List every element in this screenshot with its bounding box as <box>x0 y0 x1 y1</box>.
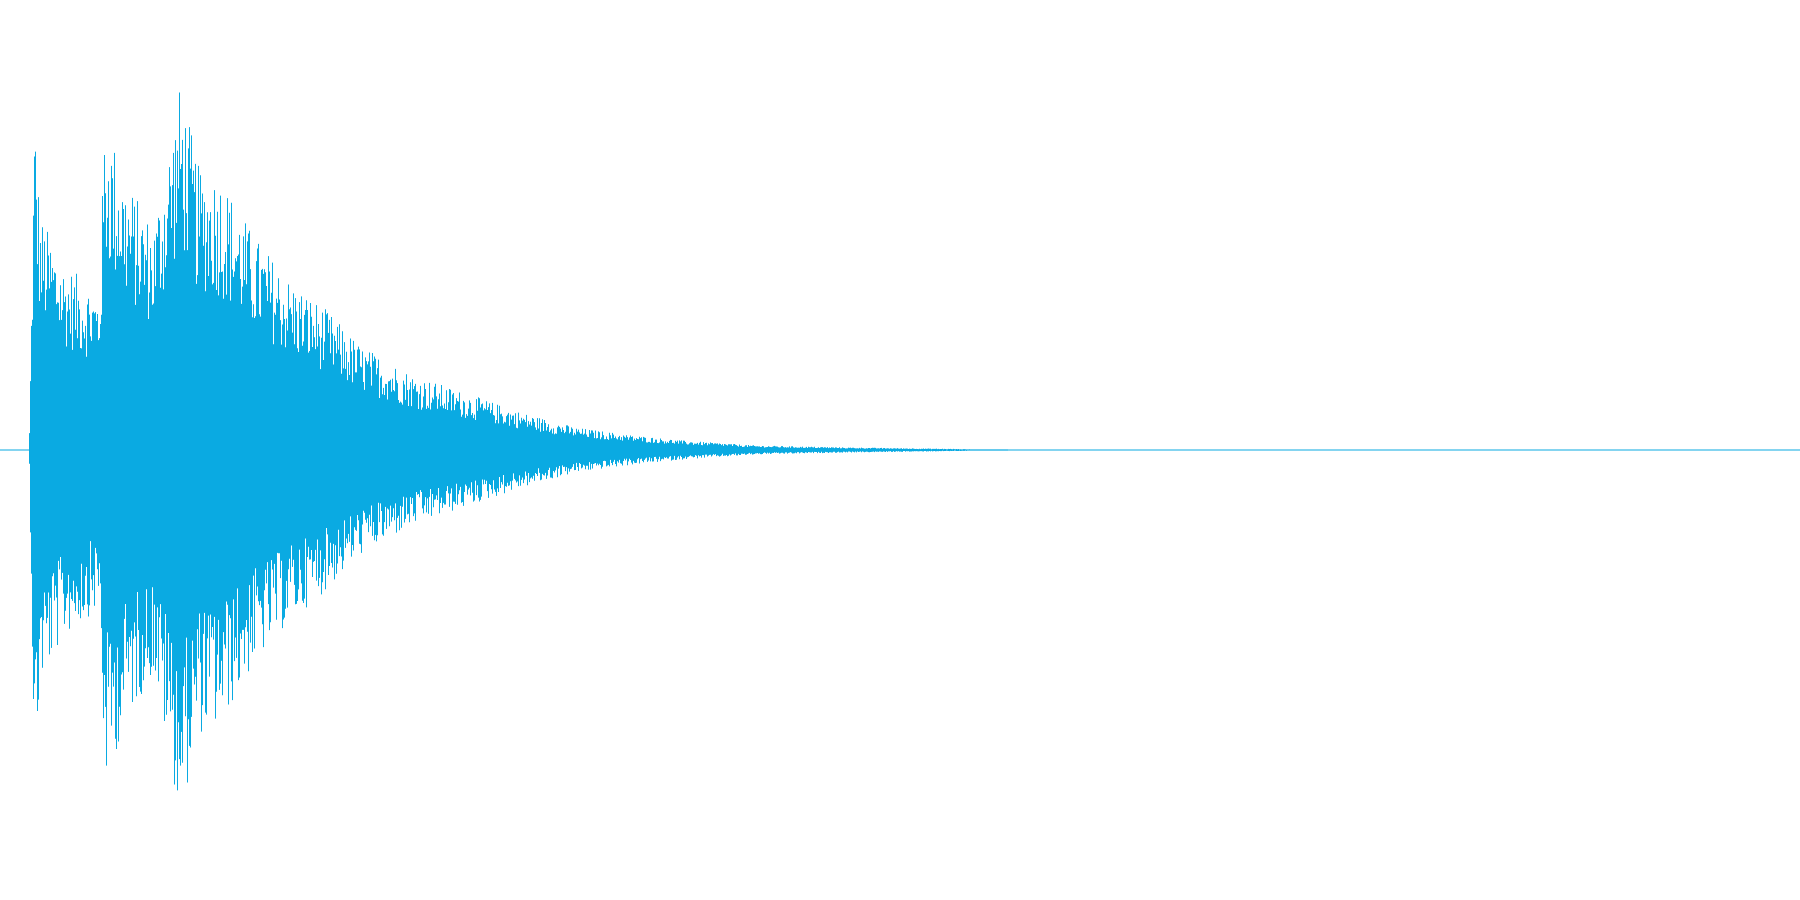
waveform-series <box>29 92 1008 791</box>
